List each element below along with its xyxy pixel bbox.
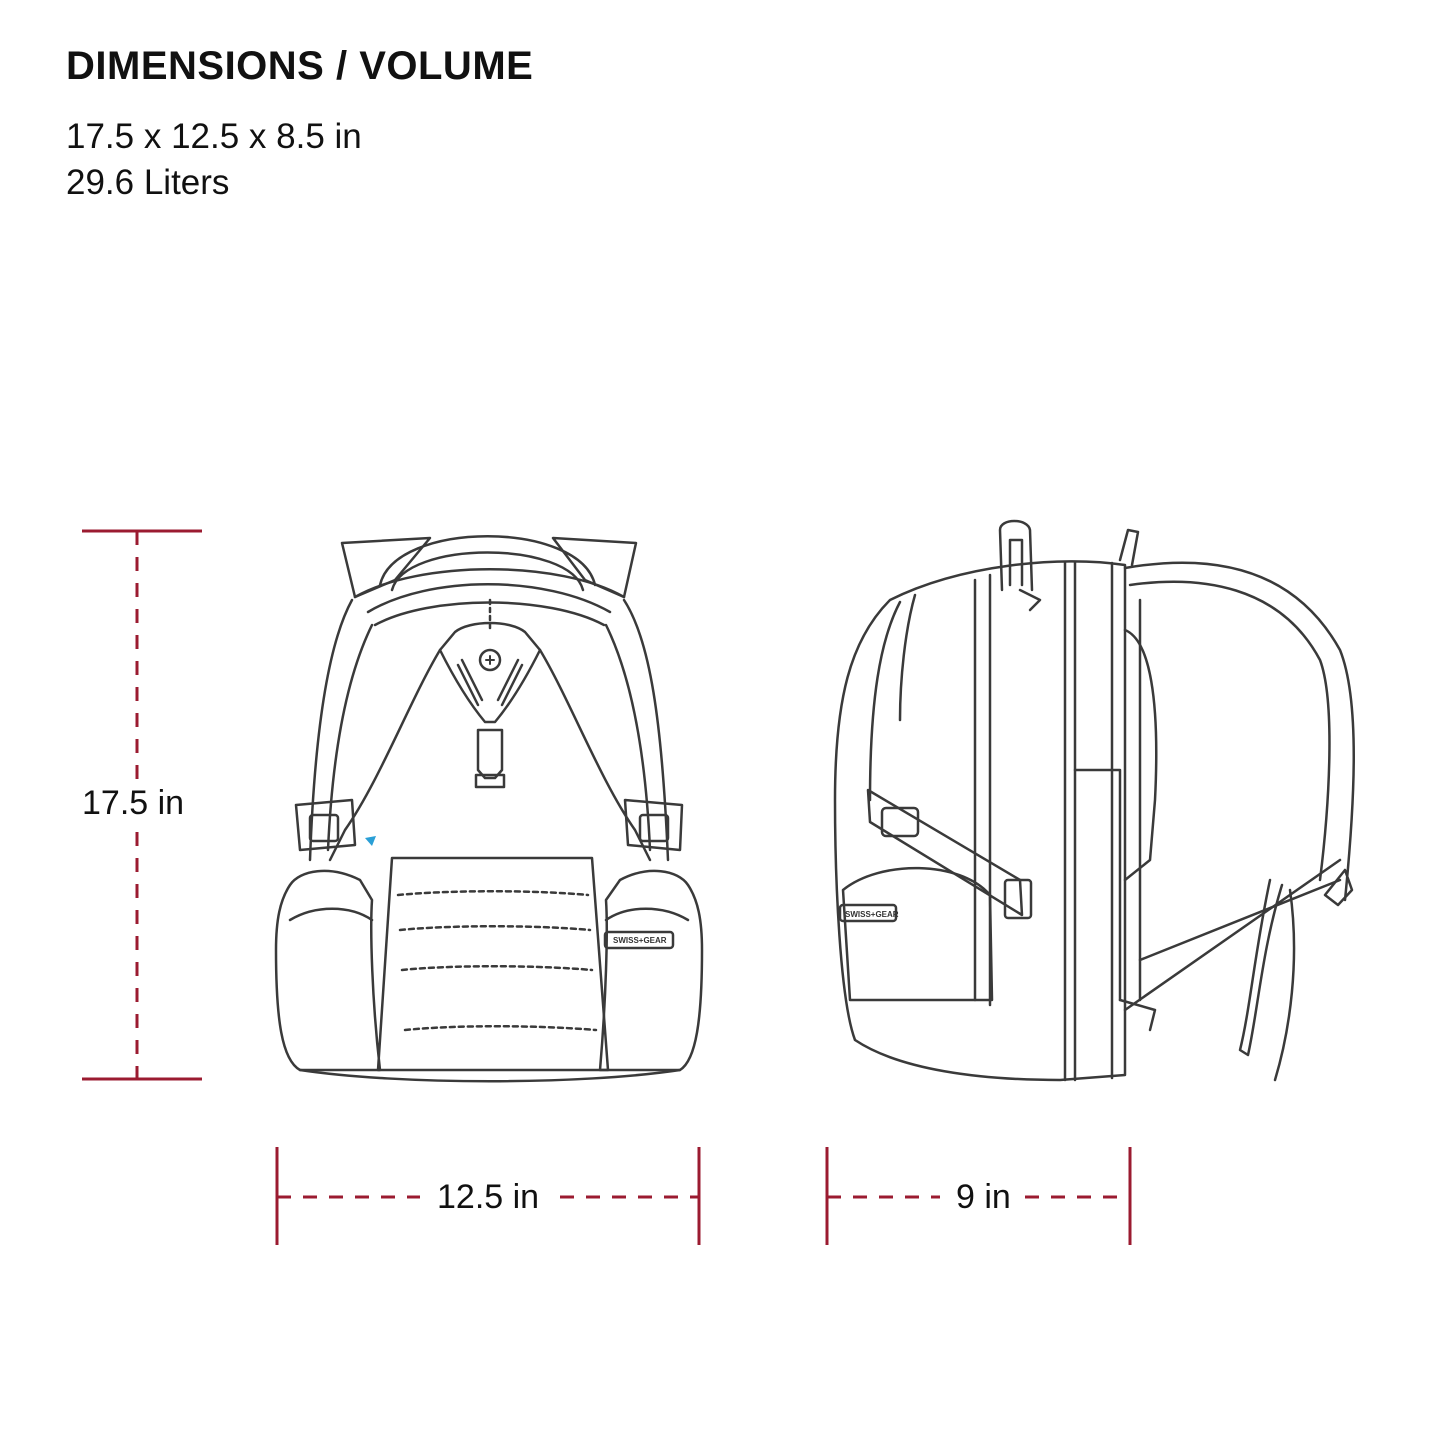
width-label: 12.5 in xyxy=(437,1178,540,1217)
page-title: DIMENSIONS / VOLUME xyxy=(66,44,534,88)
volume-text: 29.6 Liters xyxy=(66,163,230,202)
dimensions-text: 17.5 x 12.5 x 8.5 in xyxy=(66,117,362,156)
backpack-back-view xyxy=(274,535,704,1083)
depth-dimension-line xyxy=(825,1147,1132,1245)
height-dimension-line xyxy=(82,529,202,1081)
height-label: 17.5 in xyxy=(82,784,185,823)
swissgear-logo-side: SWISS+GEAR xyxy=(845,910,899,919)
swissgear-logo-back: SWISS+GEAR xyxy=(613,936,667,945)
width-dimension-line xyxy=(275,1147,701,1245)
backpack-side-view xyxy=(833,519,1355,1082)
depth-label: 9 in xyxy=(956,1178,1011,1217)
accent-marker xyxy=(365,836,376,846)
